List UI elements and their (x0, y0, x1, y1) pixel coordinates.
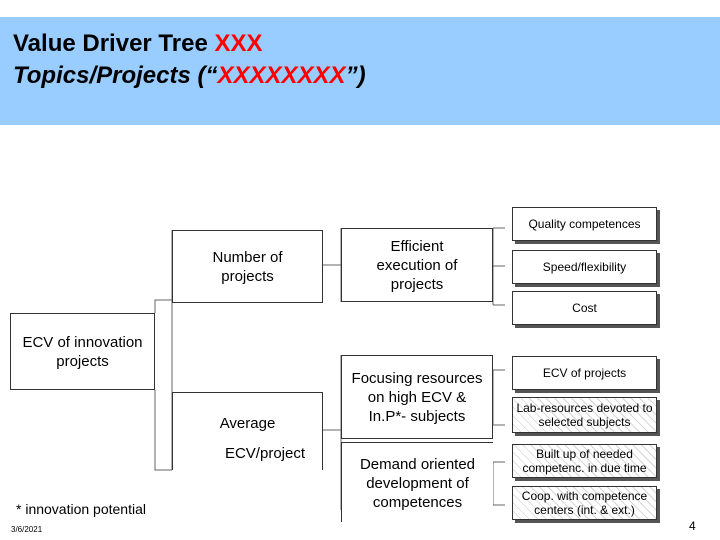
page-subtitle: Topics/Projects (“XXXXXXXX”) (13, 62, 366, 89)
level3-node-quality-competences: Quality competences (512, 207, 657, 241)
title-placeholder: XXX (214, 30, 263, 57)
level2-node-efficient-execution: Efficient execution of projects (341, 228, 493, 302)
level1-node-number-of-projects: Number of projects (172, 230, 323, 303)
connector-root-average (154, 390, 172, 471)
level3-node-built-up-competences: Built up of needed competenc. in due tim… (512, 444, 657, 478)
level3-node-coop-competence-centers: Coop. with competence centers (int. & ex… (512, 486, 657, 520)
level1-label-ecv-per-project: ECV/project (224, 445, 306, 462)
level1-node-average-ecv (172, 392, 323, 470)
level1-label-average: Average (219, 415, 276, 432)
level3-node-cost: Cost (512, 291, 657, 325)
root-node: ECV of innovation projects (10, 313, 155, 390)
subtitle-placeholder: XXXXXXXX (217, 62, 346, 89)
level3-node-speed-flexibility: Speed/flexibility (512, 250, 657, 284)
level2-node-demand-oriented: Demand oriented development of competenc… (341, 442, 493, 522)
connector-root-number (154, 299, 172, 313)
page-title: Value Driver Tree XXX (13, 30, 263, 57)
page-number: 4 (689, 519, 696, 533)
slide-date: 3/6/2021 (11, 525, 43, 534)
level2-node-focusing-resources: Focusing resources on high ECV & In.P*- … (341, 355, 493, 439)
level3-node-lab-resources: Lab-resources devoted to selected subjec… (512, 397, 657, 433)
footnote: * innovation potential (16, 501, 146, 517)
title-banner (0, 17, 720, 125)
level3-node-ecv-of-projects: ECV of projects (512, 356, 657, 390)
